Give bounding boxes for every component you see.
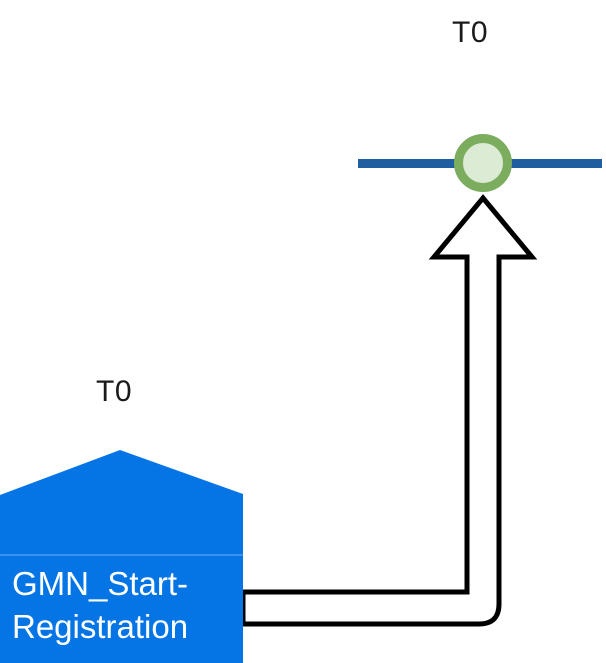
transition-label: T0 — [96, 375, 133, 408]
flow-arrow[interactable] — [240, 194, 538, 627]
place-label: T0 — [452, 16, 489, 49]
place-circle[interactable] — [454, 134, 512, 192]
transition-name-text: GMN_Start-Registration — [12, 565, 189, 645]
transition-shape[interactable] — [0, 450, 243, 663]
